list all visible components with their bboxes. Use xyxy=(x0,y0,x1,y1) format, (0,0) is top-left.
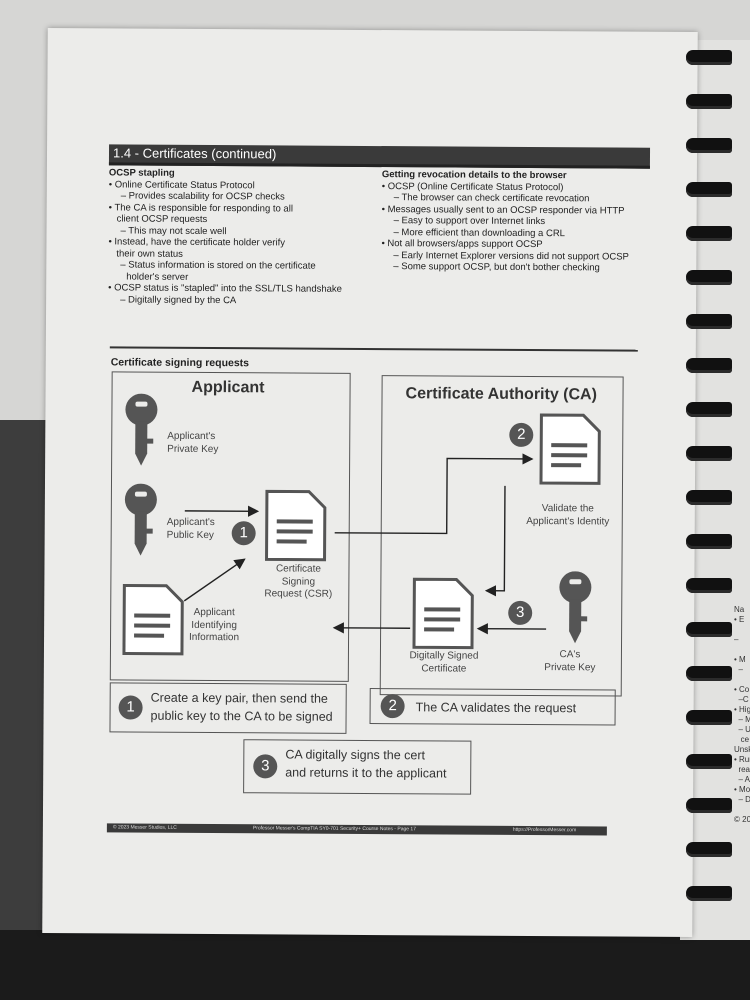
binding-ring xyxy=(686,94,732,109)
ca-private-key-icon xyxy=(559,571,592,644)
step-2-number: 2 xyxy=(380,694,405,719)
binding-ring xyxy=(686,138,732,153)
applicant-public-key-icon xyxy=(124,483,157,556)
csr-document-icon xyxy=(265,489,327,562)
binding-ring xyxy=(686,754,732,769)
binding-ring xyxy=(686,490,732,505)
next-page-text: Na • E – • M – • Co –C • Hig – M – U ce … xyxy=(734,605,750,824)
binding-ring xyxy=(686,182,732,197)
footer-title: Professor Messer's CompTIA SY0-701 Secur… xyxy=(252,825,417,833)
binding-ring xyxy=(686,314,732,329)
ca-validation-document-icon xyxy=(539,413,601,485)
binding-ring xyxy=(686,798,732,813)
spiral-binding xyxy=(686,50,736,910)
footer-url: https://ProfessorMesser.com xyxy=(512,826,577,834)
step-1-text: Create a key pair, then send the public … xyxy=(150,690,333,724)
notes-page: 1.4 - Certificates (continued) OCSP stap… xyxy=(42,28,698,937)
diagram-arrows xyxy=(183,453,547,635)
binding-ring xyxy=(686,622,732,637)
step-2-text: The CA validates the request xyxy=(415,700,577,716)
arrow-info-to-csr xyxy=(183,558,246,602)
step-3-number: 3 xyxy=(253,754,278,779)
desk-surface xyxy=(0,930,750,1000)
identifying-info-document-icon xyxy=(122,583,184,656)
arrow-ca-to-cert xyxy=(484,485,506,597)
binding-ring xyxy=(686,446,732,461)
applicant-private-key-icon xyxy=(125,393,158,466)
binding-ring xyxy=(686,402,732,417)
binding-ring xyxy=(686,50,732,65)
footer-copyright: © 2023 Messer Studios, LLC xyxy=(112,824,177,831)
binding-ring xyxy=(686,534,732,549)
binding-ring xyxy=(686,226,732,241)
arrow-csr-to-ca xyxy=(334,453,534,535)
step-3-text: CA digitally signs the cert and returns … xyxy=(285,747,447,781)
binding-ring xyxy=(686,358,732,373)
step-1-number: 1 xyxy=(118,695,143,720)
binding-ring xyxy=(686,578,732,593)
signed-certificate-icon xyxy=(412,577,474,650)
binding-ring xyxy=(686,666,732,681)
binding-ring xyxy=(686,270,732,285)
binding-ring xyxy=(686,886,732,901)
binding-ring xyxy=(686,710,732,725)
binding-ring xyxy=(686,842,732,857)
